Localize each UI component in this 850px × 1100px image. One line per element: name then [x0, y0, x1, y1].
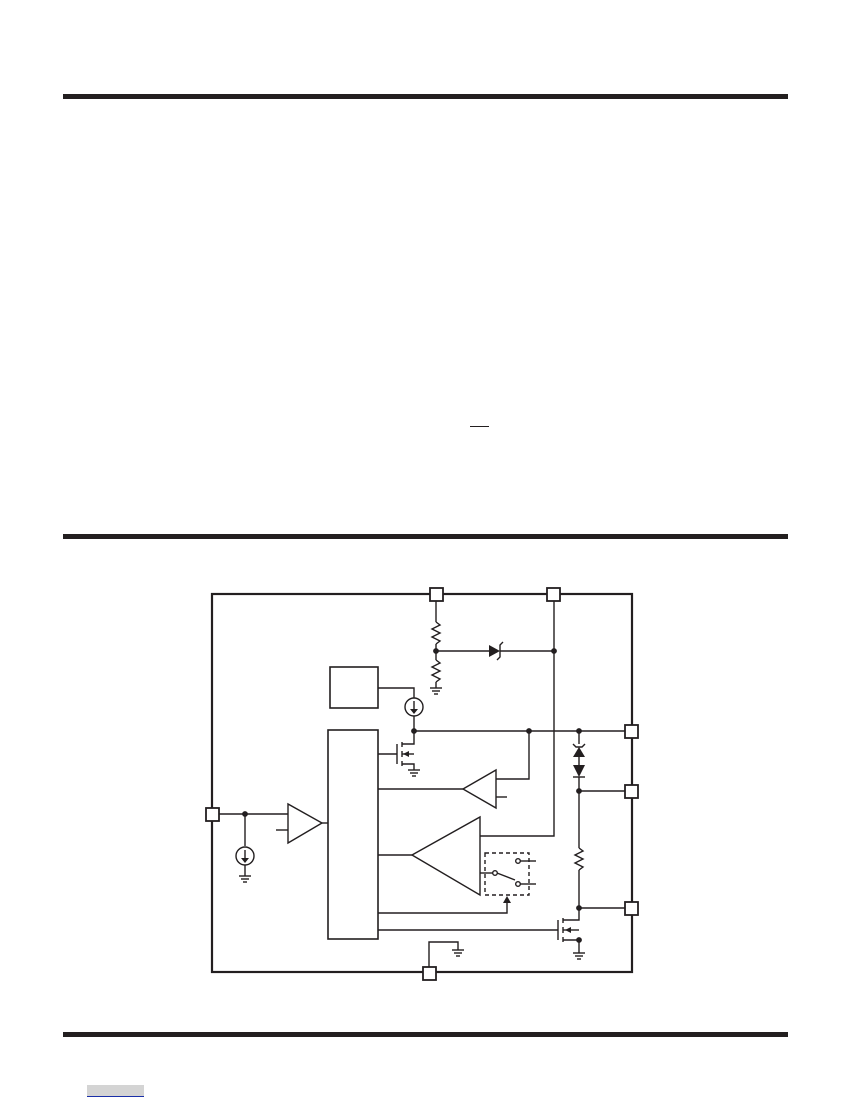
logic-block [327, 729, 379, 940]
node-line-right-1 [411, 728, 625, 734]
mosfet-lower [378, 908, 585, 960]
pin-top-left [429, 587, 444, 602]
footer-link[interactable] [87, 1085, 144, 1097]
main-amplifier [378, 815, 481, 897]
reference-wire [378, 687, 415, 698]
ground-bottom [428, 941, 464, 967]
pin-bottom [422, 966, 437, 981]
top-section-rule [63, 94, 788, 99]
pin-top-right [546, 587, 561, 602]
switch-control-wire [378, 902, 508, 914]
pin-left [205, 807, 220, 822]
pin-right-1 [624, 724, 639, 739]
voltage-divider [430, 601, 442, 695]
reference-block [329, 666, 379, 709]
chip-boundary [210, 592, 634, 974]
mosfet-upper [378, 731, 420, 777]
pin-right-3 [624, 901, 639, 916]
zener-diode-right [572, 731, 625, 794]
overbar-marker [470, 426, 489, 427]
switch-box [480, 852, 536, 896]
middle-section-rule [63, 534, 788, 539]
bottom-section-rule [63, 1032, 788, 1037]
comparator-a [378, 731, 530, 810]
current-source-left [235, 814, 255, 883]
top-right-rail [480, 601, 555, 837]
input-buffer [219, 802, 328, 845]
current-source-top [404, 697, 424, 731]
pin-right-2 [624, 784, 639, 799]
zener-diode-top [436, 641, 557, 661]
sense-resistor [573, 791, 625, 911]
